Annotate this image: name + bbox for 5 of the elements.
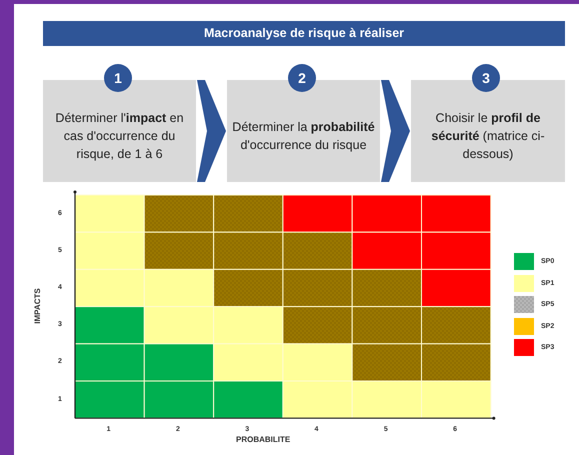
- axis-title: IMPACTS: [32, 287, 43, 326]
- chevron-arrow: [381, 80, 410, 182]
- title-bar: Macroanalyse de risque à réaliser: [43, 21, 565, 46]
- axis-title: PROBABILITE: [236, 434, 290, 446]
- chevron-arrow: [197, 80, 226, 182]
